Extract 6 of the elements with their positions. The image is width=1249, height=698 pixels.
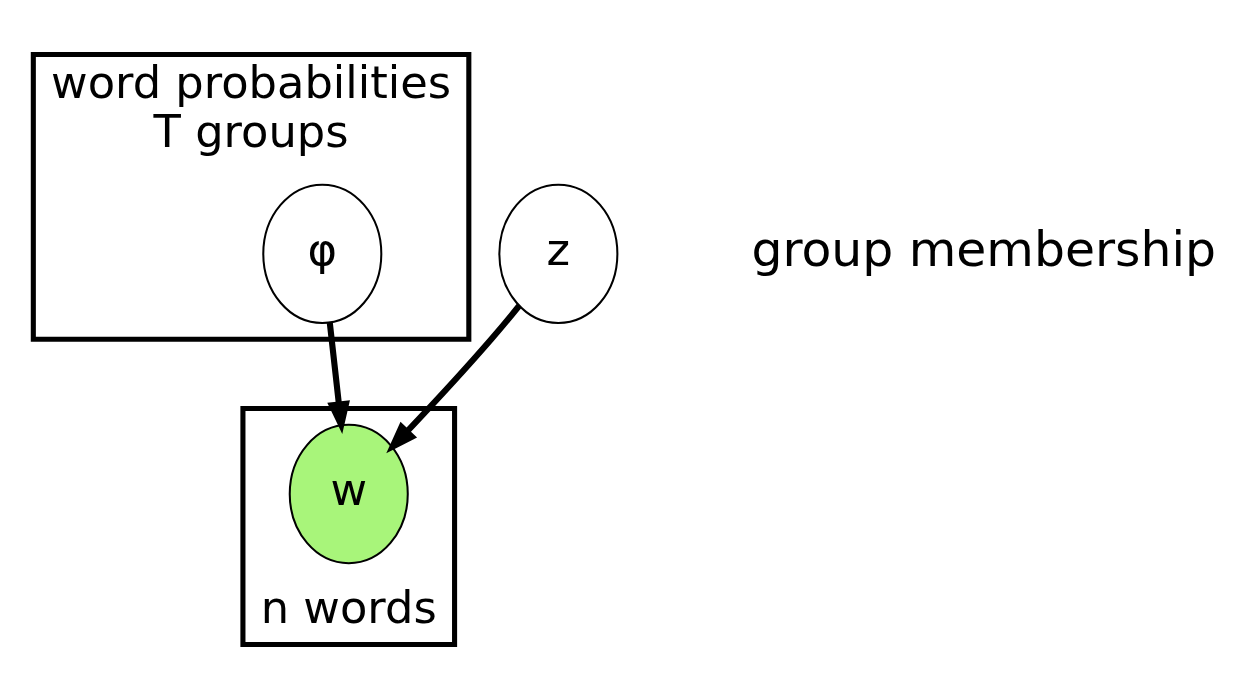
node-ellipse: z — [498, 183, 619, 324]
label: group membership — [751, 220, 1216, 278]
arrow — [386, 303, 522, 453]
node-ellipse: φ — [262, 183, 383, 324]
arrow — [326, 322, 350, 434]
node-ellipse: w — [288, 423, 409, 564]
